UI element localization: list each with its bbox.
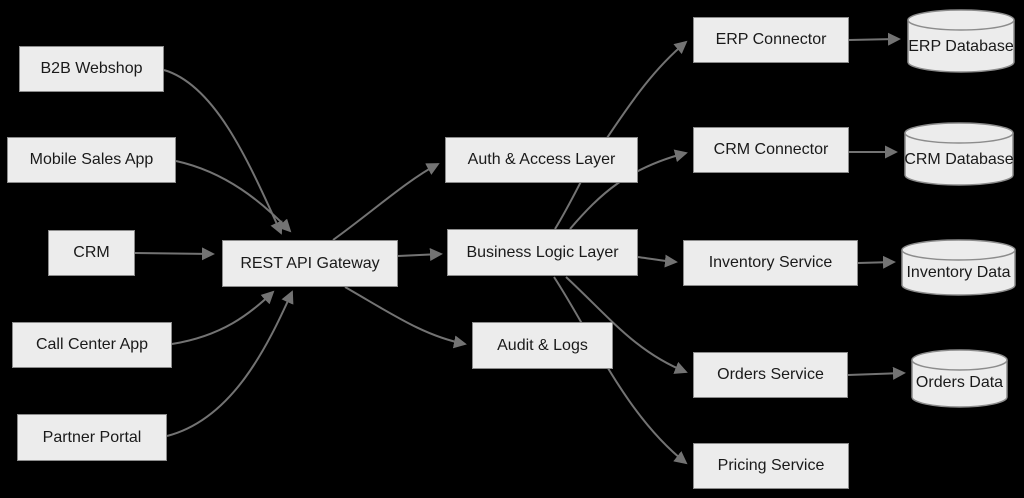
node-label: Auth & Access Layer bbox=[467, 151, 616, 168]
node-rest-api-gateway: REST API Gateway bbox=[222, 240, 398, 287]
node-label: Orders Data bbox=[915, 374, 1004, 391]
node-orders-data: Orders Data bbox=[912, 366, 1007, 400]
edge-gateway-to-business-logic-layer bbox=[397, 248, 443, 262]
node-call-center-app: Call Center App bbox=[12, 322, 172, 368]
edge-gateway-to-auth-access-layer bbox=[332, 163, 440, 241]
node-label: Partner Portal bbox=[42, 428, 142, 446]
node-pricing-service: Pricing Service bbox=[693, 443, 849, 489]
node-label: Orders Service bbox=[717, 366, 824, 383]
edge-inventory-service-to-inventory-data bbox=[857, 255, 896, 269]
cylinder-inventory-data bbox=[901, 239, 1016, 296]
node-b2b-webshop: B2B Webshop bbox=[19, 46, 164, 92]
edge-orders-service-to-orders-data bbox=[847, 366, 906, 380]
node-label: Pricing Service bbox=[717, 457, 825, 474]
node-label: Mobile Sales App bbox=[29, 151, 154, 168]
node-business-logic-layer: Business Logic Layer bbox=[447, 229, 638, 276]
edge-b2b-webshop-to-gateway bbox=[163, 69, 283, 235]
node-crm-connector: CRM Connector bbox=[693, 127, 849, 173]
edge-crm-to-gateway bbox=[134, 247, 215, 261]
edge-gateway-to-audit-logs bbox=[344, 286, 467, 349]
edge-business-logic-to-pricing-service bbox=[553, 276, 688, 465]
edge-business-logic-to-orders-service bbox=[565, 276, 688, 374]
node-mobile-sales-app: Mobile Sales App bbox=[7, 137, 176, 183]
node-label: Audit & Logs bbox=[497, 336, 588, 354]
edge-call-center-app-to-gateway bbox=[171, 290, 275, 345]
node-label: Inventory Data bbox=[906, 264, 1011, 281]
edge-erp-connector-to-erp-database bbox=[848, 32, 901, 46]
node-erp-connector: ERP Connector bbox=[693, 17, 849, 63]
cylinder-orders-data bbox=[911, 349, 1008, 408]
node-label: CRM Database bbox=[904, 151, 1014, 168]
node-orders-service: Orders Service bbox=[693, 352, 848, 398]
node-label: Inventory Service bbox=[708, 254, 833, 271]
node-label: Call Center App bbox=[35, 336, 149, 353]
node-auth-access-layer: Auth & Access Layer bbox=[445, 137, 638, 183]
node-label: CRM bbox=[73, 244, 110, 261]
edge-mobile-sales-app-to-gateway bbox=[175, 160, 292, 233]
node-label: ERP Database bbox=[908, 38, 1014, 55]
node-partner-portal: Partner Portal bbox=[17, 414, 167, 461]
edge-business-logic-to-crm-connector bbox=[569, 149, 688, 230]
node-inventory-data: Inventory Data bbox=[902, 256, 1015, 290]
node-label: REST API Gateway bbox=[240, 254, 380, 272]
edge-business-logic-to-inventory-service bbox=[637, 254, 678, 268]
node-crm: CRM bbox=[48, 230, 135, 276]
node-label: CRM Connector bbox=[713, 141, 829, 158]
edge-partner-portal-to-gateway bbox=[166, 290, 294, 437]
edge-business-logic-to-erp-connector bbox=[554, 40, 688, 230]
node-label: Business Logic Layer bbox=[466, 243, 619, 261]
node-label: ERP Connector bbox=[715, 31, 827, 48]
node-audit-logs: Audit & Logs bbox=[472, 322, 613, 369]
node-label: B2B Webshop bbox=[40, 60, 143, 77]
cylinder-crm-database bbox=[904, 122, 1014, 186]
cylinder-erp-database bbox=[907, 9, 1015, 73]
node-inventory-service: Inventory Service bbox=[683, 240, 858, 286]
node-crm-database: CRM Database bbox=[904, 141, 1014, 179]
node-erp-database: ERP Database bbox=[908, 28, 1014, 66]
